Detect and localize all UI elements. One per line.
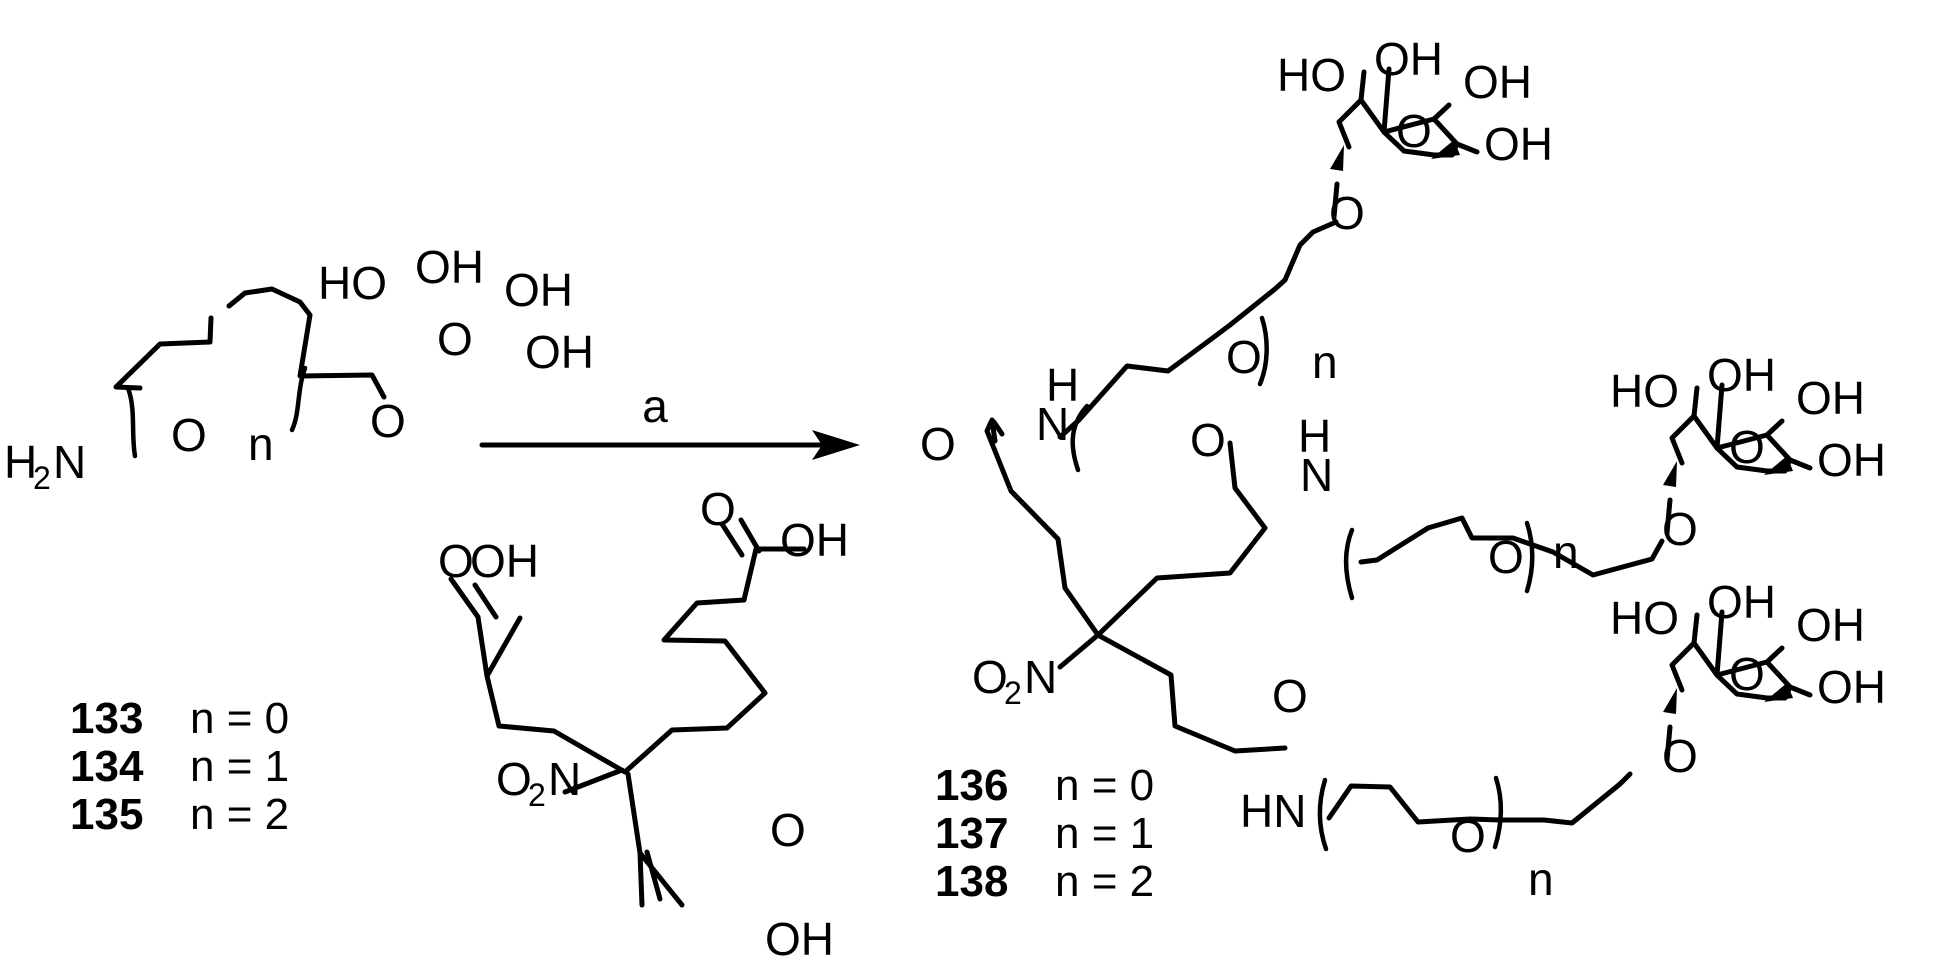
carbonyl-oxygen-label: O [1272,670,1308,722]
hydroxyl-label: OH [780,514,849,566]
nitro-n-label: N [1024,651,1057,703]
compound-condition: n = 1 [190,742,289,791]
amide-nh-label: HN [1240,785,1306,837]
hydroxyl-label: OH [525,326,594,378]
compound-number: 136 [935,761,1008,810]
carbonyl-oxygen-label: O [1190,414,1226,466]
ether-oxygen-label: O [1488,531,1524,583]
glycosidic-oxygen-label: O [1662,730,1698,782]
amine-h-label: H [4,436,37,488]
ether-oxygen-label: O [1226,331,1262,383]
compound-condition: n = 2 [190,790,289,839]
ring-oxygen-label: O [1396,105,1432,157]
sugar-labels-top: OO HO OH OH OH [1277,33,1553,239]
hydroxyl-label: OH [1374,33,1443,85]
hydroxyl-label: OH [1817,434,1886,486]
compound-condition: n = 0 [190,694,289,743]
amide-n-label: N [1300,449,1333,501]
carbonyl-oxygen-label: O [920,418,956,470]
sugar-labels-sm: OO HO OH OH OH [318,241,594,447]
repeat-index-label: n [1312,336,1338,388]
hydroxyl-label: HO [318,257,387,309]
hydroxyl-label: HO [1277,49,1346,101]
nitro-subscript-label: 2 [1004,675,1022,711]
hydroxyl-label: OH [1817,661,1886,713]
hydroxyl-label: OH [1796,372,1865,424]
hydroxyl-label: OH [1484,118,1553,170]
ring-oxygen-label: O [437,313,473,365]
amide-n-label: N [1036,398,1069,450]
nitro-o-label: O [972,651,1008,703]
glycosidic-oxygen-label: O [1329,187,1365,239]
hydroxyl-label: HO [1610,365,1679,417]
hydroxyl-label: HO [1610,592,1679,644]
ether-oxygen-label: O [171,409,207,461]
amine-n-label: N [53,436,86,488]
repeat-index-label: n [1528,853,1554,905]
product-glycocluster [984,69,1810,852]
reagent-label-group: a [642,380,668,432]
compound-number: 137 [935,809,1008,858]
hydroxyl-label: OH [504,264,573,316]
repeat-index-label: n [1553,526,1579,578]
compound-number: 133 [70,694,143,743]
starting-amine [0,0,387,459]
hydroxyl-label: OH [1463,56,1532,108]
nitro-subscript-label: 2 [528,777,546,813]
compound-condition: n = 1 [1055,809,1154,858]
reagent-label: a [642,380,668,432]
amide-h-label: H [1046,359,1079,411]
hydroxyl-label: OH [415,241,484,293]
compound-number: 135 [70,790,143,839]
compound-number: 138 [935,857,1008,906]
starting-compound-list: 133 n = 0 134 n = 1 135 n = 2 [70,694,289,839]
glycosidic-oxygen-label: O [370,395,406,447]
glycosidic-oxygen-label: O [1662,503,1698,555]
sugar-labels-mid: OO HO OH OH OH [1610,349,1886,555]
reaction-arrow [479,430,860,460]
carbonyl-oxygen-label: O [438,535,474,587]
hydroxyl-label: OH [1707,349,1776,401]
nitro-triacid [448,517,807,908]
amide-h-label: H [1298,410,1331,462]
carbonyl-oxygen-label: O [700,483,736,535]
carbonyl-oxygen-label: O [770,804,806,856]
hydroxyl-label: OH [470,535,539,587]
ring-oxygen-label: O [1729,421,1765,473]
sugar-labels-bottom: OO HO OH OH OH [1610,576,1886,782]
compound-number: 134 [70,742,144,791]
ether-oxygen-label: O [1450,810,1486,862]
nitro-n-label: N [548,753,581,805]
hydroxyl-label: OH [765,913,834,961]
compound-condition: n = 2 [1055,857,1154,906]
nitro-o-label: O [496,753,532,805]
product-compound-list: 136 n = 0 137 n = 1 138 n = 2 [935,761,1154,906]
repeat-index-label: n [248,418,274,470]
compound-condition: n = 0 [1055,761,1154,810]
hydroxyl-label: OH [1707,576,1776,628]
amine-subscript-label: 2 [33,460,51,496]
ring-oxygen-label: O [1729,648,1765,700]
hydroxyl-label: OH [1796,599,1865,651]
